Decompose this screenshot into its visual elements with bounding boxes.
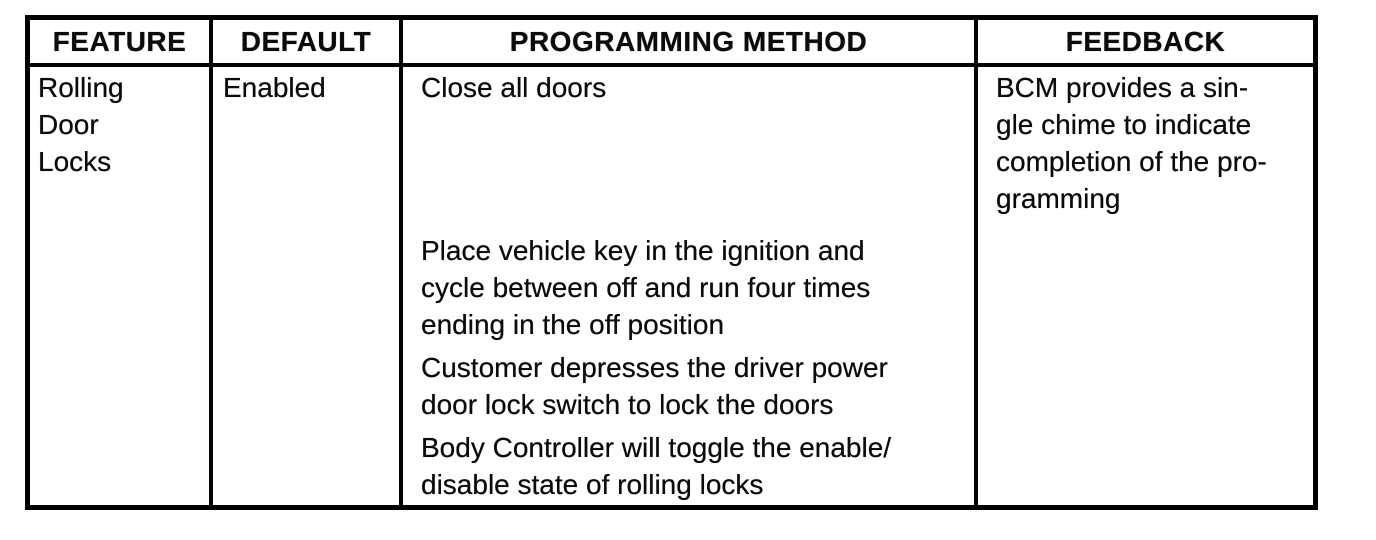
cell-programming-method: Close all doors Place vehicle key in the…	[403, 67, 978, 509]
programming-step: Body Controller will toggle the enable/ …	[421, 429, 968, 503]
header-feedback: FEEDBACK	[1065, 25, 1226, 57]
header-programming-method: PROGRAMMING METHOD	[403, 20, 978, 63]
feedback-line: gramming	[996, 183, 1121, 214]
feedback-line: gle chime to indicate	[996, 109, 1252, 140]
feedback-line: completion of the pro-	[996, 146, 1267, 177]
programming-step: Customer depresses the driver power door…	[421, 349, 968, 423]
cell-default: Enabled	[213, 67, 403, 509]
table-header-row: FEATURE DEFAULT PROGRAMMING METHOD FEEDB…	[30, 20, 1313, 67]
cell-feedback: BCM provides a sin- gle chime to indicat…	[978, 67, 1313, 509]
feedback-line: BCM provides a sin-	[996, 72, 1249, 103]
step-line: cycle between off and run four times	[421, 272, 871, 303]
step-line: Customer depresses the driver power	[421, 352, 888, 383]
programming-step: Place vehicle key in the ignition and cy…	[421, 232, 968, 343]
feature-line: Locks	[38, 146, 112, 177]
header-feature: FEATURE	[30, 20, 213, 63]
table-row: Rolling Door Locks Enabled Close all doo…	[30, 67, 1313, 509]
step-line: Close all doors	[421, 72, 607, 103]
step-line: ending in the off position	[421, 309, 725, 340]
cell-feature: Rolling Door Locks	[30, 67, 213, 509]
header-default: DEFAULT	[213, 20, 403, 63]
feature-line: Door	[38, 109, 99, 140]
feature-line: Rolling	[38, 72, 124, 103]
step-line: Body Controller will toggle the enable/	[421, 432, 892, 463]
programming-step: Close all doors	[421, 69, 968, 106]
step-line: door lock switch to lock the doors	[421, 389, 834, 420]
default-value: Enabled	[223, 72, 326, 103]
step-line: Place vehicle key in the ignition and	[421, 235, 865, 266]
feature-programming-table: FEATURE DEFAULT PROGRAMMING METHOD FEEDB…	[25, 15, 1318, 510]
step-line: disable state of rolling locks	[421, 469, 764, 500]
